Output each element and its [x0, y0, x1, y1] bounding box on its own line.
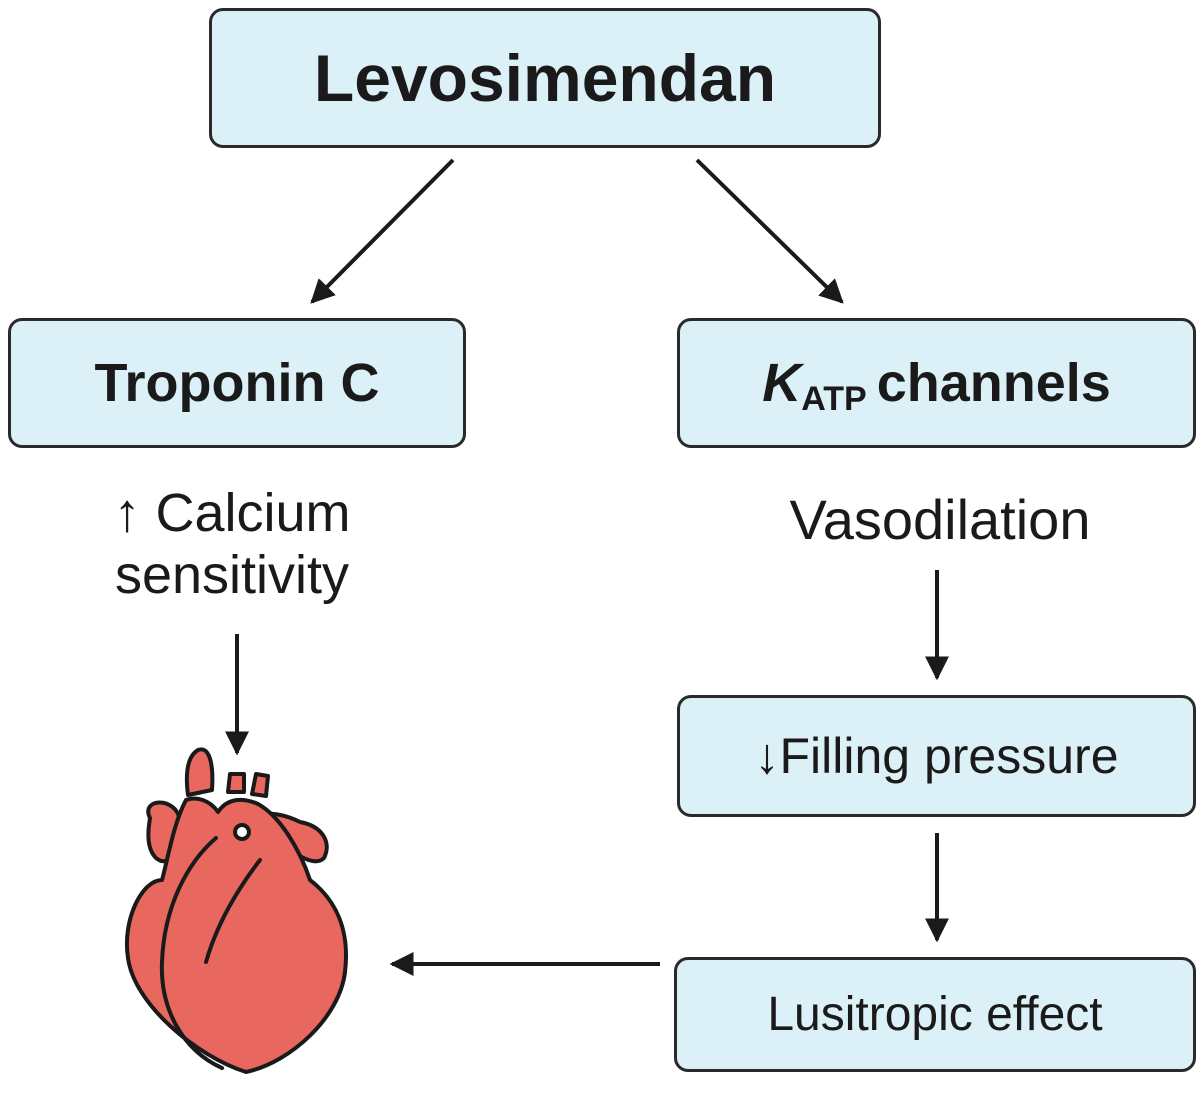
troponin-c-box: Troponin C: [8, 318, 466, 448]
katp-k-label: K: [762, 353, 802, 413]
arrow-icon: [695, 158, 844, 304]
katp-channels-label: channels: [876, 353, 1111, 413]
troponin-c-label: Troponin C: [94, 353, 380, 413]
filling-pressure-label: ↓Filling pressure: [754, 728, 1119, 784]
levosimendan-label: Levosimendan: [313, 41, 777, 115]
calcium-line-1: ↑ Calcium: [113, 483, 351, 543]
arrow-icon: [310, 158, 455, 304]
lusitropic-effect-box: Lusitropic effect: [674, 957, 1196, 1072]
levosimendan-box: Levosimendan: [209, 8, 881, 148]
katp-subscript-label: ATP: [801, 379, 867, 418]
calcium-line-2: sensitivity: [114, 545, 350, 605]
heart-icon: [124, 747, 348, 1074]
filling-pressure-box: ↓Filling pressure: [677, 695, 1196, 817]
calcium-sensitivity-text: ↑ Calcium sensitivity: [44, 482, 420, 606]
vasodilation-text: Vasodilation: [789, 488, 1091, 551]
lusitropic-effect-label: Lusitropic effect: [767, 988, 1103, 1041]
